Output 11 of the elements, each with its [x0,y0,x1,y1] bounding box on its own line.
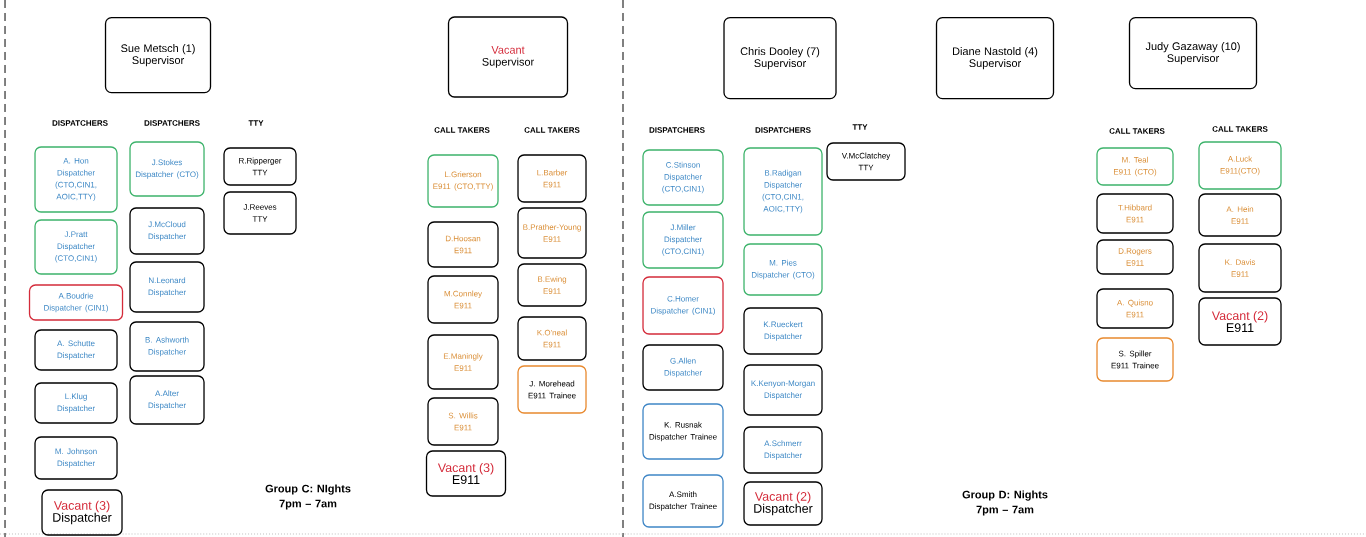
vacancy-box: Vacant (3) Dispatcher [41,489,123,536]
vacancy-box: Vacant (2) Dispatcher [743,481,823,526]
vacancy-box: Vacant (2) E911 [1198,297,1282,346]
group-label: Group C: NIghts 7pm – 7am [265,484,351,510]
supervisor-box: Diane Nastold (4) Supervisor [935,17,1055,100]
supervisor-box: Chris Dooley (7) Supervisor [723,17,837,100]
supervisor-box: Vacant Supervisor [447,16,569,98]
group-label: Group D: Nights 7pm – 7am [962,490,1048,516]
vacancy-box: Vacant (3) E911 [425,450,507,497]
supervisor-box: Sue Metsch (1) Supervisor [104,17,212,94]
supervisor-box: Judy Gazaway (10) Supervisor [1128,17,1258,90]
